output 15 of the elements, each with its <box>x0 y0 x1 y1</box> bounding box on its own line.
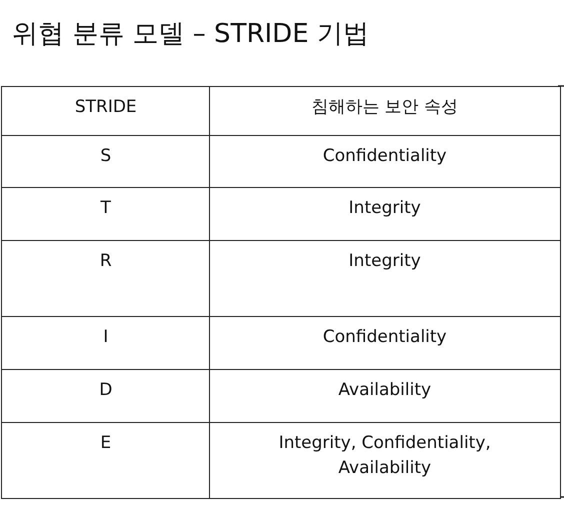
table-cell: Integrity, Confidentiality, Availability <box>209 422 560 498</box>
header-cell: 침해하는 보안 속성 <box>209 86 560 136</box>
table-cell: Availability <box>209 369 560 424</box>
title: 위협 분류 모델 – STRIDE 기법 <box>12 18 369 51</box>
table-cell: Integrity <box>209 240 560 318</box>
table-cell: Confidentiality <box>209 316 560 370</box>
table-cell: T <box>1 187 210 242</box>
table-cell: E <box>1 422 210 498</box>
table-cell: D <box>1 369 210 424</box>
table-cell: Integrity <box>209 187 560 242</box>
table-cell: Confidentiality <box>209 135 560 188</box>
table-cell: I <box>1 316 210 370</box>
header-cell: STRIDE <box>1 86 210 136</box>
table-cell: S <box>1 135 210 188</box>
table-cell: R <box>1 240 210 318</box>
